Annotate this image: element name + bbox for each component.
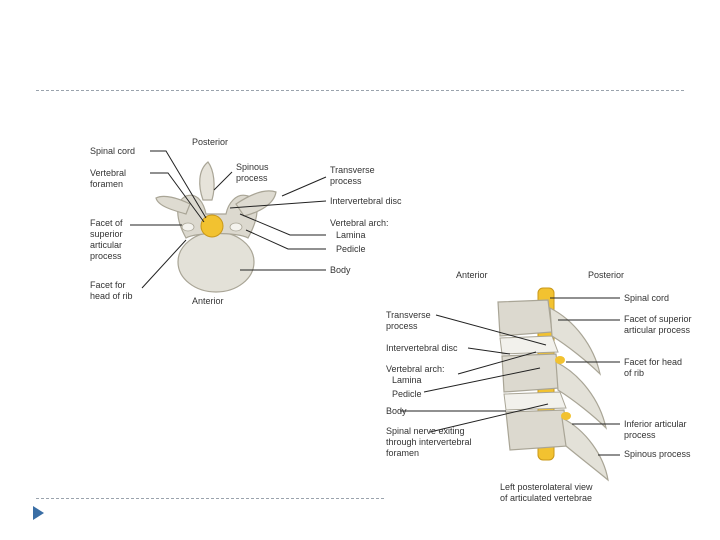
lateral-anterior-label: Anterior	[456, 270, 488, 280]
lateral-body-label: Body	[386, 406, 407, 416]
vertebral-arch-label: Vertebral arch:	[330, 218, 389, 228]
next-slide-arrow-icon[interactable]	[33, 506, 44, 520]
spinous-process-label: Spinous process	[236, 162, 269, 183]
diagram-caption: Left posterolateral view of articulated …	[500, 482, 593, 503]
bottom-divider	[36, 498, 384, 499]
spinal-cord-shape	[200, 214, 224, 238]
inferior-articular-label: Inferior articular process	[624, 419, 687, 440]
spinal-cord-label: Spinal cord	[90, 146, 136, 156]
lateral-lamina-label: Lamina	[392, 375, 422, 385]
lateral-spinous-1	[549, 306, 602, 376]
lateral-nerve-1	[555, 356, 565, 364]
lateral-vertebral-arch-label: Vertebral arch:	[386, 364, 445, 374]
lateral-spinous-2	[555, 360, 608, 430]
left-transverse-process-shape	[155, 195, 191, 215]
body-label: Body	[330, 265, 351, 275]
lateral-posterior-label: Posterior	[588, 270, 625, 280]
spinal-nerve-label: Spinal nerve exiting through interverteb…	[386, 426, 472, 458]
transverse-process-label: Transverse process	[330, 165, 375, 186]
spinous-process-shape	[199, 161, 215, 201]
facet-superior-articular-label: Facet of superior articular process	[90, 218, 123, 261]
right-transverse-process-shape	[235, 190, 277, 217]
top-divider	[36, 90, 684, 91]
superior-facet-right	[229, 222, 243, 232]
lateral-pedicle-label: Pedicle	[392, 389, 422, 399]
superior-view-leader-lines	[130, 150, 327, 289]
intervertebral-disc-label: Intervertebral disc	[330, 196, 402, 206]
lateral-intervertebral-disc-label: Intervertebral disc	[386, 343, 458, 353]
lateral-spinous-process-label: Spinous process	[624, 449, 691, 459]
lateral-spinous-3	[561, 416, 609, 482]
lateral-transverse-process-label: Transverse process	[386, 310, 431, 331]
superior-facet-left	[181, 222, 195, 232]
lateral-view-vertebrae	[497, 287, 609, 482]
vertebral-body-shape	[177, 231, 255, 293]
lateral-view-leader-lines	[400, 297, 620, 456]
lateral-disc-1	[499, 335, 559, 355]
lateral-spinal-cord-label: Spinal cord	[624, 293, 670, 303]
posterior-label: Posterior	[192, 137, 229, 147]
lateral-facet-superior-label: Facet of superior articular process	[624, 314, 692, 335]
lamina-label: Lamina	[336, 230, 366, 240]
pedicle-label: Pedicle	[336, 244, 366, 254]
lateral-body-2	[501, 353, 561, 393]
lateral-facet-head-rib-label: Facet for head of rib	[624, 357, 683, 378]
lateral-body-3	[505, 409, 569, 451]
anterior-label: Anterior	[192, 296, 224, 306]
lateral-body-1	[497, 299, 553, 337]
superior-view-vertebra	[155, 161, 277, 293]
facet-head-rib-label: Facet for head of rib	[90, 280, 133, 301]
vertebral-foramen-label: Vertebral foramen	[90, 168, 127, 189]
lateral-nerve-2	[561, 412, 571, 420]
lateral-disc-2	[503, 391, 567, 411]
